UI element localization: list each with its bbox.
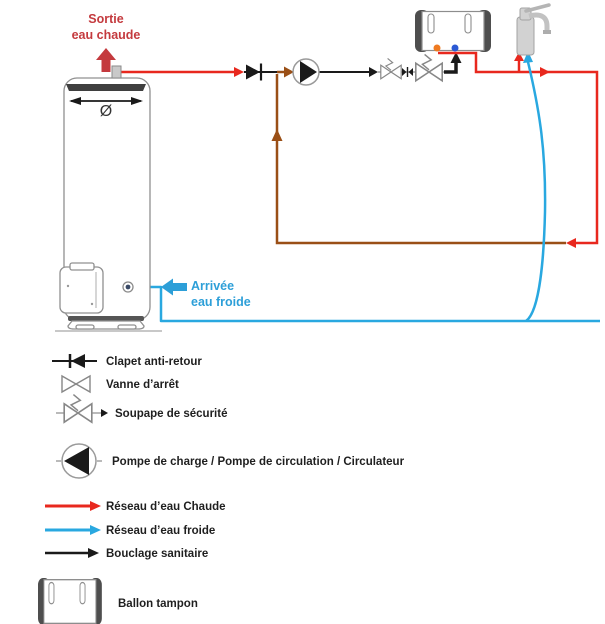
diameter-arrow-icon bbox=[69, 97, 143, 105]
cold-inlet-port bbox=[122, 281, 134, 293]
faucet-spout-tip bbox=[543, 30, 551, 34]
pump-icon bbox=[56, 443, 102, 479]
sanitary-loop-line-icon bbox=[45, 548, 99, 558]
legend-label-hot-network: Réseau d’eau Chaude bbox=[106, 501, 226, 513]
hot-water-pipe-outlet bbox=[121, 67, 244, 77]
faucet-spout bbox=[528, 12, 550, 31]
legend-label-safety-valve: Soupape de sécurité bbox=[115, 408, 227, 420]
buffer-tank bbox=[414, 9, 492, 53]
shutoff-valve-icon bbox=[61, 374, 91, 394]
return-arrow-right-icon bbox=[284, 66, 294, 78]
hot-flow-right-arrow-icon bbox=[540, 67, 550, 77]
cold-network-line-icon bbox=[45, 525, 101, 535]
cold-inlet-label-line1: Arrivée bbox=[191, 279, 234, 293]
faucet bbox=[516, 3, 551, 56]
hot-outlet-label-line2: eau chaude bbox=[72, 28, 141, 42]
cold-inlet-arrow-icon bbox=[161, 278, 187, 296]
control-box bbox=[59, 262, 104, 314]
hot-flow-arrow-icon bbox=[234, 67, 244, 77]
pump-icon bbox=[292, 58, 320, 86]
hot-outlet-label-line1: Sortie bbox=[88, 12, 123, 26]
cold-to-faucet-arrow-icon bbox=[523, 51, 533, 63]
buffer-tank-icon bbox=[37, 577, 103, 624]
hot-water-pipe-distribution bbox=[438, 51, 599, 248]
faucet-lever bbox=[524, 3, 551, 13]
water-heater-top-band bbox=[66, 84, 146, 91]
legend-row-shutoff-valve: Vanne d’arrêt bbox=[61, 374, 179, 394]
legend-row-pump: Pompe de charge / Pompe de circulation /… bbox=[56, 443, 405, 479]
check-valve-icon bbox=[246, 63, 263, 81]
loop-up-arrow-icon bbox=[450, 52, 462, 63]
legend-row-buffer-tank: Ballon tampon bbox=[37, 577, 198, 624]
water-heater-base bbox=[67, 316, 145, 330]
hot-network-line-icon bbox=[45, 501, 101, 511]
legend-row-check-valve: Clapet anti-retour bbox=[52, 354, 202, 368]
safety-valve-icon bbox=[56, 393, 108, 424]
sanitary-loop-pipe-black bbox=[244, 52, 462, 77]
hot-outlet-arrow-icon bbox=[96, 48, 116, 72]
sanitary-loop-pipe-return bbox=[271, 66, 566, 245]
legend-row-safety-valve: Soupape de sécurité bbox=[56, 393, 227, 424]
safety-valve-icon bbox=[380, 57, 402, 80]
legend-label-buffer-tank: Ballon tampon bbox=[118, 598, 198, 610]
legend-label-check-valve: Clapet anti-retour bbox=[106, 356, 202, 368]
tank-port-cold bbox=[451, 44, 459, 52]
legend-label-cold-network: Réseau d’eau froide bbox=[106, 525, 215, 537]
hot-to-faucet-arrow-icon bbox=[514, 52, 524, 61]
hot-outlet-label: Sortie eau chaude bbox=[72, 12, 141, 72]
diameter-symbol: Ø bbox=[100, 103, 112, 120]
water-heater: Ø bbox=[55, 65, 162, 332]
loop-flow-arrow-icon bbox=[369, 67, 378, 77]
legend-row-cold-network: Réseau d’eau froide bbox=[45, 525, 215, 537]
legend-row-sanitary-loop: Bouclage sanitaire bbox=[45, 548, 208, 560]
legend-label-shutoff-valve: Vanne d’arrêt bbox=[106, 379, 179, 391]
legend-label-sanitary-loop: Bouclage sanitaire bbox=[106, 548, 208, 560]
cold-inlet-label-line2: eau froide bbox=[191, 295, 251, 309]
check-valve-small-icon bbox=[402, 67, 413, 77]
cold-inlet-label: Arrivée eau froide bbox=[161, 278, 251, 309]
legend-row-hot-network: Réseau d’eau Chaude bbox=[45, 501, 226, 513]
return-arrow-up-icon bbox=[271, 129, 283, 141]
legend: Clapet anti-retour Vanne d’arrêt Soupape… bbox=[37, 354, 405, 624]
safety-valve-icon bbox=[415, 53, 443, 82]
outlet-nozzle bbox=[111, 65, 122, 79]
check-valve-icon bbox=[52, 354, 97, 368]
legend-label-pump: Pompe de charge / Pompe de circulation /… bbox=[112, 456, 405, 468]
tank-port-hot bbox=[433, 44, 441, 52]
hot-return-arrow-icon bbox=[566, 238, 576, 248]
